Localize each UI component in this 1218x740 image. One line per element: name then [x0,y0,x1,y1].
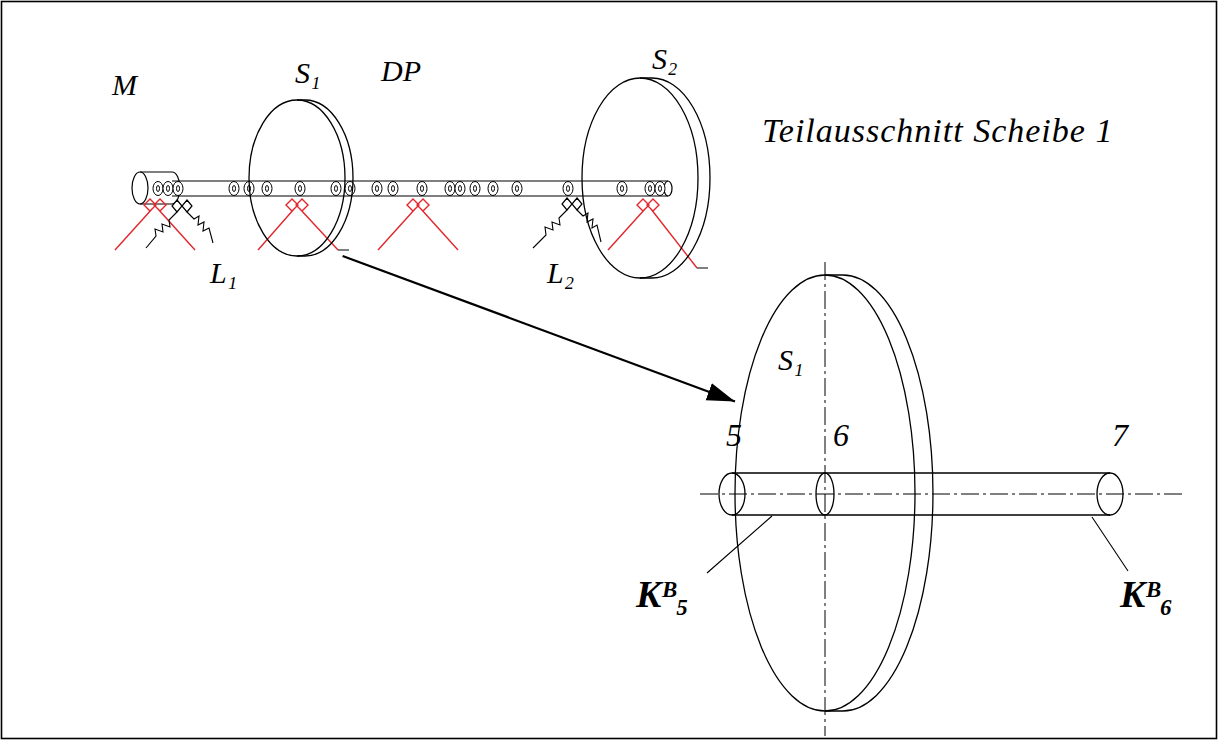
bearing-springs [146,210,601,248]
part-label: Teilausschnitt Scheibe 1 [762,112,1113,149]
shaft-node-dot [157,186,160,192]
shaft-node [470,182,480,196]
shaft-node [655,182,665,196]
shaft-node [153,182,163,196]
shaft-node [295,182,305,196]
support-symbol [378,199,458,250]
pointer-arrow [343,256,735,401]
callout-number: 6 [833,418,849,453]
shaft-node [563,182,573,196]
shaft-node-dot [299,186,302,192]
shaft-node-dot [567,186,570,192]
part-label: L₁ [210,256,237,289]
support-tick [338,250,708,268]
shaft-section [816,473,834,515]
motor-end [132,172,148,204]
leader-line [707,516,1128,573]
part-label: L₂ [547,256,574,289]
shaft-node [229,182,239,196]
disk-node: S₁ [735,275,933,711]
part-label: M [112,68,137,101]
disk-face [735,275,915,711]
shaft-end [1097,473,1123,515]
bearing-diamond [172,200,192,212]
shaft-node [455,182,465,196]
shaft-node [163,182,173,196]
shaft-node [173,182,183,196]
spring-symbol [533,210,567,248]
disk-outline [582,78,710,278]
support-symbol [608,199,697,268]
disk-face [582,78,698,278]
shaft-node-dot [392,186,395,192]
shaft-node [445,182,455,196]
spring-symbol [146,212,177,248]
shaft-node [512,182,522,196]
stiffness-label: Kᴮ₅ [636,574,689,616]
disk-outline [735,275,933,711]
shaft-outline [732,473,1110,515]
spring-symbol [187,212,213,243]
support-symbol [115,199,195,250]
shaft-node [372,182,382,196]
shaft-node-dot [492,186,495,192]
shaft-node-dot [621,186,624,192]
shaft-node-dot [659,186,662,192]
shaft-node-dot [335,186,338,192]
shaft-end [719,473,745,515]
red-supports [115,199,697,268]
shaft-node-dot [459,186,462,192]
shaft [172,181,672,196]
disk-rim [640,78,710,278]
shaft-node-dot [474,186,477,192]
shaft-node-dot [177,186,180,192]
callout-number: 5 [726,418,742,453]
center-lines [700,262,1182,736]
center-line [825,262,826,736]
shaft-node-dot [167,186,170,192]
disk-outline [249,100,353,256]
shaft-outline [172,181,668,196]
disk-rim [825,275,933,711]
shaft-node [617,182,627,196]
shaft-node [645,182,655,196]
disk-node: S₁ [249,100,353,256]
shaft-nodes [153,182,665,196]
shaft-node [262,182,272,196]
shaft-node [388,182,398,196]
shaft-node-dot [421,186,424,192]
shaft-node-dot [449,186,452,192]
stiffness-label: Kᴮ₆ [1120,574,1173,616]
shaft-node-dot [516,186,519,192]
center-line [700,494,1182,495]
bearing-symbols [172,198,582,212]
disk-label: S₁ [778,343,803,376]
disk-label: S₂ [652,42,677,75]
detail-shaft [719,473,1123,515]
shaft-node-dot [266,186,269,192]
shaft-node [331,182,341,196]
shaft-node-dot [349,186,352,192]
shaft-node [417,182,427,196]
disk-face [249,100,345,256]
disk-node: S₂ [582,78,710,278]
shaft-node-dot [649,186,652,192]
shaft-node [488,182,498,196]
bearing-diamond [562,198,582,210]
shaft-node-dot [233,186,236,192]
shaft-node-dot [376,186,379,192]
callout-number: 7 [1112,418,1128,453]
disk-label: S₁ [295,56,320,89]
part-label: DP [381,54,421,87]
